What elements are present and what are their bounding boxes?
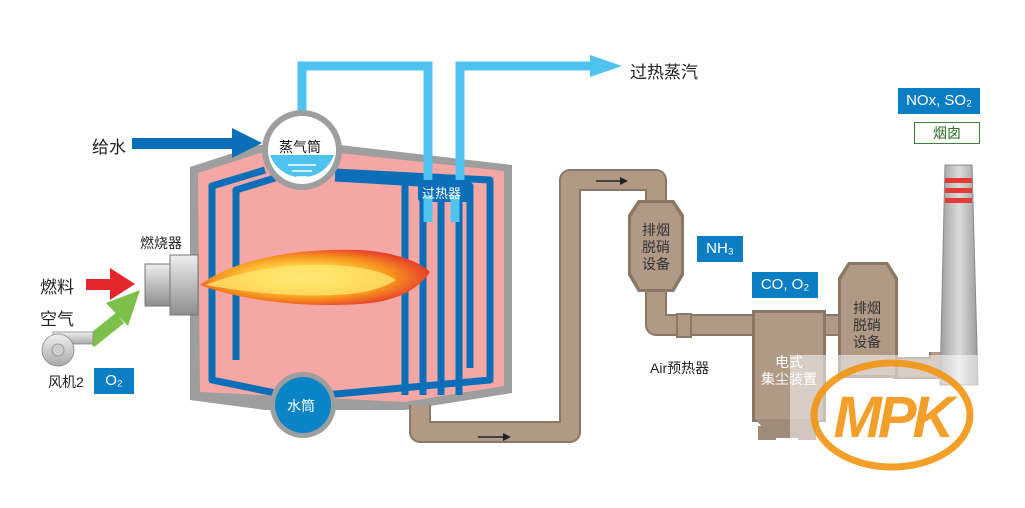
steam-pipes bbox=[297, 61, 592, 180]
flame bbox=[200, 249, 430, 306]
superheater bbox=[418, 180, 470, 222]
denox-unit-2 bbox=[838, 262, 898, 378]
steam-drum-label: 蒸气筒 bbox=[279, 139, 321, 155]
superheater-label: 过热器 bbox=[422, 186, 462, 201]
denox-unit-1 bbox=[628, 200, 684, 292]
nh3-tag: NH₃ bbox=[697, 236, 743, 262]
feedwater-arrow bbox=[132, 128, 262, 158]
flow-arrows bbox=[478, 177, 628, 441]
burner bbox=[144, 254, 199, 316]
water-drum-label: 水筒 bbox=[287, 398, 315, 414]
air-label: 空气 bbox=[40, 310, 74, 329]
fan-label: 风机2 bbox=[48, 374, 84, 390]
air-preheater-label: Air预热器 bbox=[650, 360, 710, 376]
superheated-steam-label: 过热蒸汽 bbox=[630, 63, 698, 82]
water-wall-tubes bbox=[208, 166, 494, 399]
steam-outlet-arrow bbox=[590, 55, 622, 77]
burner-label: 燃烧器 bbox=[140, 235, 182, 251]
fuel-arrow bbox=[86, 268, 135, 300]
air-arrow bbox=[85, 290, 140, 348]
co-o2-tag: CO, O₂ bbox=[752, 272, 818, 298]
feedwater-label: 给水 bbox=[92, 138, 126, 157]
dust-collector-label: 电式 集尘装置 bbox=[761, 354, 817, 387]
o2-tag: O₂ bbox=[94, 368, 134, 394]
nox-so2-tag: NOx, SO₂ bbox=[898, 88, 980, 114]
mpk-logo: MPK bbox=[790, 355, 990, 475]
denox-unit-1-label: 排烟 脱硝 设备 bbox=[642, 222, 670, 272]
water-drum bbox=[270, 372, 336, 438]
fuel-label: 燃料 bbox=[40, 278, 74, 297]
air-preheater bbox=[676, 313, 692, 338]
logo-text: MPK bbox=[834, 385, 959, 450]
flue-duct bbox=[409, 169, 951, 443]
chimney-tag: 烟囱 bbox=[914, 122, 980, 144]
denox-unit-2-label: 排烟 脱硝 设备 bbox=[853, 300, 881, 350]
fan-icon bbox=[41, 331, 94, 367]
steam-drum bbox=[262, 110, 342, 190]
chimney bbox=[939, 164, 979, 386]
